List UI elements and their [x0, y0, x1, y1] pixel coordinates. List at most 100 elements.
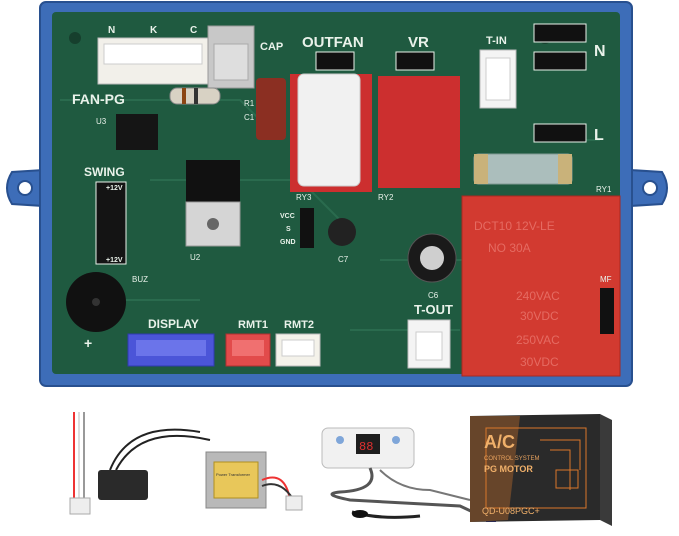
- label-c1: C1: [244, 113, 255, 122]
- n-terminal-1: [533, 23, 587, 43]
- box-title: A/C: [484, 432, 515, 452]
- relay-text-1: DCT10 12V-LE: [474, 219, 555, 233]
- label-n-terminal: N: [594, 43, 606, 60]
- label-c7: C7: [338, 255, 349, 264]
- label-cap: CAP: [260, 41, 283, 53]
- label-outfan: OUTFAN: [302, 34, 364, 51]
- label-swing: SWING: [84, 165, 125, 179]
- n-terminal-2: [533, 51, 587, 71]
- t-out-slot: [415, 331, 443, 361]
- label-n: N: [108, 25, 115, 36]
- power-transformer: Power Transformer: [205, 451, 303, 511]
- box-accent: [470, 416, 520, 522]
- label-c: C: [190, 25, 197, 36]
- label-c6: C6: [428, 291, 439, 300]
- box-border: [485, 427, 587, 509]
- label-s: S: [286, 226, 291, 233]
- label-plus: +: [84, 335, 92, 351]
- fuse-cap-right: [558, 154, 572, 184]
- label-t-out: T-OUT: [414, 302, 453, 317]
- ry3-relay-cover: [297, 73, 361, 187]
- display-connector-slot: [136, 340, 206, 356]
- resistor-band: [182, 88, 186, 104]
- relay-markings: DCT10 12V-LE NO 30A 240VAC 30VDC 250VAC …: [474, 219, 560, 369]
- label-rmt2: RMT2: [284, 319, 314, 331]
- display-icon-left: [336, 436, 344, 444]
- buzzer-hole: [92, 298, 100, 306]
- label-k: K: [150, 25, 158, 36]
- vr-terminal: [395, 51, 435, 71]
- box-subtitle: CONTROL SYSTEM: [484, 456, 539, 462]
- relay-text-3: 240VAC: [516, 289, 560, 303]
- label-12v-bottom: +12V: [106, 257, 123, 264]
- ry2-relay: [378, 76, 460, 188]
- box-circuit-art: [540, 439, 581, 490]
- swing-header: [95, 181, 127, 265]
- cap-connector-slot: [213, 43, 249, 81]
- label-vcc: VCC: [280, 213, 295, 220]
- fuse: [473, 153, 573, 185]
- product-box: A/C CONTROL SYSTEM PG MOTOR QD-U08PGC+: [470, 414, 612, 526]
- label-rmt1: RMT1: [238, 319, 268, 331]
- transformer-plug: [285, 495, 303, 511]
- transformer-label: Power Transformer: [216, 472, 251, 477]
- mf-terminal: [600, 288, 614, 334]
- box-front: [470, 414, 600, 522]
- label-ry3: RY3: [296, 193, 312, 202]
- run-capacitor: [98, 428, 211, 500]
- left-mount-hole: [17, 180, 33, 196]
- fuse-cap-left: [474, 154, 488, 184]
- label-u3: U3: [96, 117, 107, 126]
- display-cable: [330, 467, 491, 522]
- outfan-terminal: [315, 51, 355, 71]
- c6-top: [420, 246, 444, 270]
- label-fan-pg: FAN-PG: [72, 91, 125, 107]
- u2-screw: [207, 218, 219, 230]
- label-buz: BUZ: [132, 275, 148, 284]
- pcb-hole-tl: [69, 32, 81, 44]
- label-mf: MF: [600, 275, 612, 284]
- film-capacitor: [256, 78, 286, 140]
- rmt2-slot: [281, 339, 315, 357]
- c7-capacitor: [328, 218, 356, 246]
- box-model: QD-U08PGC+: [482, 506, 540, 516]
- ry1-power-relay: [461, 195, 621, 377]
- label-12v-top: +12V: [106, 185, 123, 192]
- label-l-terminal: L: [594, 127, 604, 144]
- harness-plug: [69, 497, 91, 515]
- display-digits: 88: [359, 440, 373, 454]
- label-r1: R1: [244, 99, 255, 108]
- right-mount-hole: [642, 180, 658, 196]
- display-panel: 88: [321, 427, 496, 522]
- fan-connector-slot: [103, 43, 203, 65]
- capacitor-body: [98, 470, 148, 500]
- control-board: N K C CAP OUTFAN VR T-IN N L FAN-PG R1 C…: [6, 1, 668, 387]
- l-terminal: [533, 123, 587, 143]
- label-vr: VR: [408, 34, 429, 51]
- transformer-coil: [213, 461, 259, 499]
- display-cable-2: [379, 469, 471, 501]
- label-u2: U2: [190, 253, 201, 262]
- label-ry1: RY1: [596, 185, 612, 194]
- relay-text-6: 30VDC: [520, 355, 559, 369]
- u3-chip: [116, 114, 158, 150]
- label-gnd: GND: [280, 239, 296, 246]
- rmt1-slot: [232, 340, 264, 356]
- relay-text-2: NO 30A: [488, 241, 531, 255]
- relay-text-5: 250VAC: [516, 333, 560, 347]
- box-product: PG MOTOR: [484, 464, 533, 474]
- t-in-slot: [485, 57, 511, 101]
- u2-heatsink-top: [186, 160, 240, 202]
- display-screen: [356, 434, 380, 454]
- display-icon-right: [392, 436, 400, 444]
- label-t-in: T-IN: [486, 35, 507, 47]
- sensor-header: [300, 208, 314, 248]
- label-display: DISPLAY: [148, 317, 199, 331]
- relay-text-4: 30VDC: [520, 309, 559, 323]
- wire-harness: [69, 412, 91, 515]
- sensor-probe: [352, 510, 368, 518]
- label-ry2: RY2: [378, 193, 394, 202]
- box-side: [600, 414, 612, 526]
- resistor-band-2: [194, 88, 198, 104]
